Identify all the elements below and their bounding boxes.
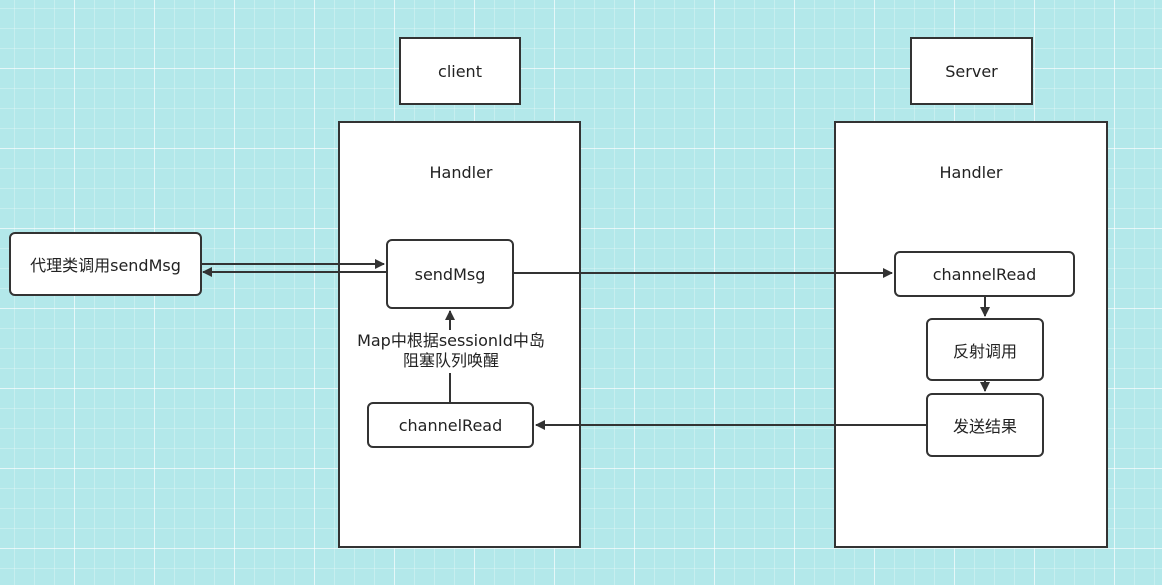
- server-reflect-call-node: 反射调用: [926, 318, 1044, 381]
- proxy-call-node: 代理类调用sendMsg: [9, 232, 202, 296]
- server-channel-read-label: channelRead: [932, 264, 1037, 284]
- server-handler-label: Handler: [939, 163, 1003, 182]
- server-send-result-label: 发送结果: [952, 417, 1017, 436]
- server-send-result-node: 发送结果: [926, 393, 1044, 457]
- server-reflect-call-label: 反射调用: [952, 341, 1017, 361]
- client-title: client: [438, 61, 482, 81]
- server-channel-read-node: channelRead: [894, 251, 1075, 297]
- client-title-box: client: [399, 37, 521, 105]
- server-title: Server: [945, 61, 998, 81]
- client-send-msg-node: sendMsg: [386, 239, 514, 309]
- server-title-box: Server: [910, 37, 1033, 105]
- client-handler-label: Handler: [429, 163, 493, 182]
- client-send-msg-label: sendMsg: [414, 264, 486, 284]
- proxy-call-label: 代理类调用sendMsg: [30, 256, 181, 275]
- client-channel-read-label: channelRead: [398, 415, 503, 435]
- map-note-line1: Map中根据sessionId中岛: [357, 331, 545, 350]
- client-channel-read-node: channelRead: [367, 402, 534, 448]
- map-note-line2: 阻塞队列唤醒: [402, 351, 499, 370]
- map-note: Map中根据sessionId中岛 阻塞队列唤醒: [356, 331, 546, 371]
